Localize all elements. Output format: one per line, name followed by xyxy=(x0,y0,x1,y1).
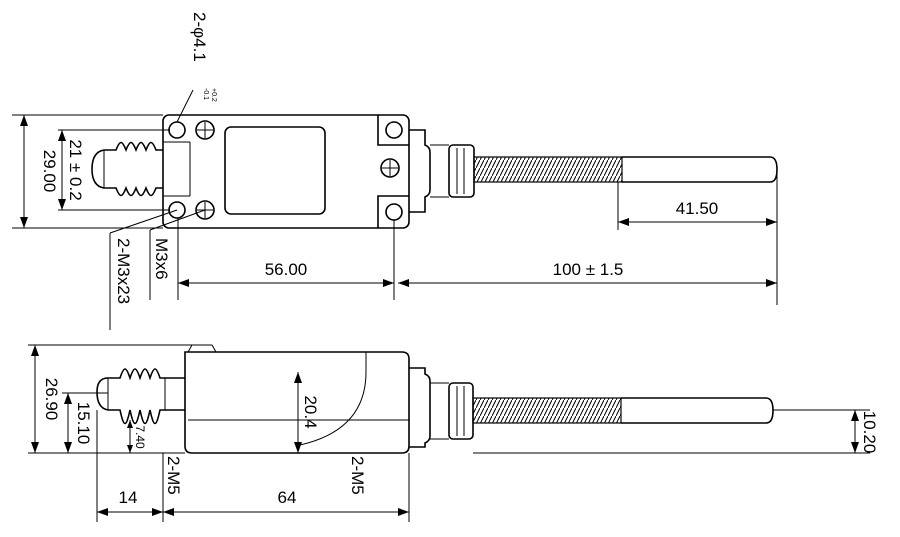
screw-icon xyxy=(195,120,215,140)
side-body-outline xyxy=(184,351,410,454)
top-view: 29.00 21 ± 0.2 2-φ4.1 +0.2 -0.1 2-M3x23 … xyxy=(12,12,778,330)
dim-body-length-side: 64 xyxy=(278,488,297,507)
side-rod-tip xyxy=(621,397,774,424)
dim-rod-tip: 41.50 xyxy=(676,199,719,218)
side-bellows xyxy=(96,368,185,425)
top-bellows xyxy=(91,141,163,197)
right-pocket-bottom xyxy=(377,195,409,228)
side-arc xyxy=(299,352,367,446)
hole-callout: 2-φ4.1 xyxy=(190,12,209,62)
mount-hole-icon xyxy=(168,121,186,139)
mount-hole-icon xyxy=(385,121,403,139)
dim-side-height-outer: 26.90 xyxy=(42,378,61,421)
top-window xyxy=(224,126,326,215)
dim-side-height-mid: 15.10 xyxy=(74,402,93,445)
top-rod-tip xyxy=(622,156,778,183)
mount-hole-icon xyxy=(385,203,403,221)
dim-rod-total: 100 ± 1.5 xyxy=(553,260,624,279)
top-nut xyxy=(448,144,475,198)
side-nut xyxy=(448,382,474,440)
top-neck xyxy=(409,129,431,213)
dim-rod-diameter: 10.20 xyxy=(860,411,879,454)
hole-tol-upper: +0.2 xyxy=(210,88,217,102)
dim-body-length: 56.00 xyxy=(265,260,308,279)
dim-top-height-outer: 29.00 xyxy=(40,150,59,193)
thread-callout-left: 2-M5 xyxy=(164,456,183,495)
dim-left-length: 14 xyxy=(119,488,138,507)
dim-inner: 20.4 xyxy=(301,395,320,428)
right-pocket-top xyxy=(377,115,409,146)
screw-icon xyxy=(380,158,400,178)
screw-callout-m3x6: M3x6 xyxy=(152,238,171,280)
dim-small: 7.40 xyxy=(133,425,147,449)
thread-callout-right: 2-M5 xyxy=(348,456,367,495)
screw-callout-m3x23: 2-M3x23 xyxy=(114,238,133,304)
side-view: 26.90 15.10 7.40 20.4 2-M5 2-M5 14 64 xyxy=(28,344,879,522)
side-neck xyxy=(409,367,431,448)
top-rod-thread xyxy=(473,156,623,183)
top-body-outline xyxy=(162,114,410,229)
dim-top-height-inner: 21 ± 0.2 xyxy=(66,139,85,200)
hole-tol-lower: -0.1 xyxy=(202,88,209,100)
side-rod-thread xyxy=(472,397,622,424)
